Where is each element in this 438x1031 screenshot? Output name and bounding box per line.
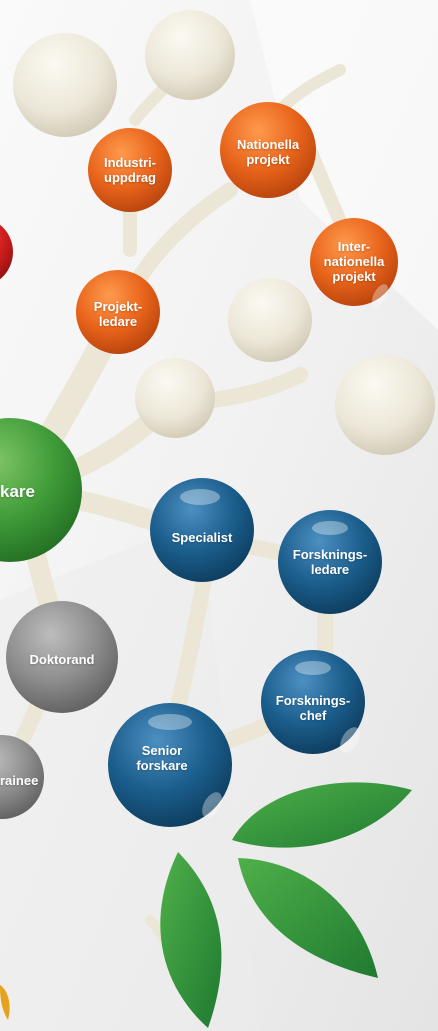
leaf-icon xyxy=(238,858,378,978)
highlight xyxy=(372,284,388,306)
empty-bubble xyxy=(135,358,215,438)
highlight xyxy=(202,792,222,818)
node-trainee[interactable] xyxy=(0,735,44,819)
node-internationella-projekt[interactable] xyxy=(310,218,398,306)
node-forskningsledare[interactable] xyxy=(278,510,382,614)
leaf-icon xyxy=(160,852,222,1028)
branch-cream-small xyxy=(274,64,346,116)
red-bubble-partial xyxy=(0,224,13,280)
empty-bubble xyxy=(228,278,312,362)
node-nationella-projekt[interactable] xyxy=(220,102,316,198)
highlight xyxy=(295,661,331,675)
node-specialist[interactable] xyxy=(150,478,254,582)
highlight xyxy=(312,521,348,535)
node-senior-forskare[interactable] xyxy=(108,703,232,827)
node-doktorand[interactable] xyxy=(6,601,118,713)
empty-bubble xyxy=(145,10,235,100)
bubble-highlights xyxy=(148,284,388,818)
node-forskningschef[interactable] xyxy=(261,650,365,754)
leaf-icon xyxy=(0,985,10,1020)
leaf-icon xyxy=(232,782,412,848)
highlight xyxy=(340,727,360,753)
highlight xyxy=(180,489,220,505)
node-projektledare[interactable] xyxy=(76,270,160,354)
node-industriuppdrag[interactable] xyxy=(88,128,172,212)
empty-bubble xyxy=(13,33,117,137)
node-forskare[interactable] xyxy=(0,418,82,562)
empty-bubbles xyxy=(13,10,435,455)
highlight xyxy=(148,714,192,730)
empty-bubble xyxy=(335,355,435,455)
leaves xyxy=(0,782,412,1028)
